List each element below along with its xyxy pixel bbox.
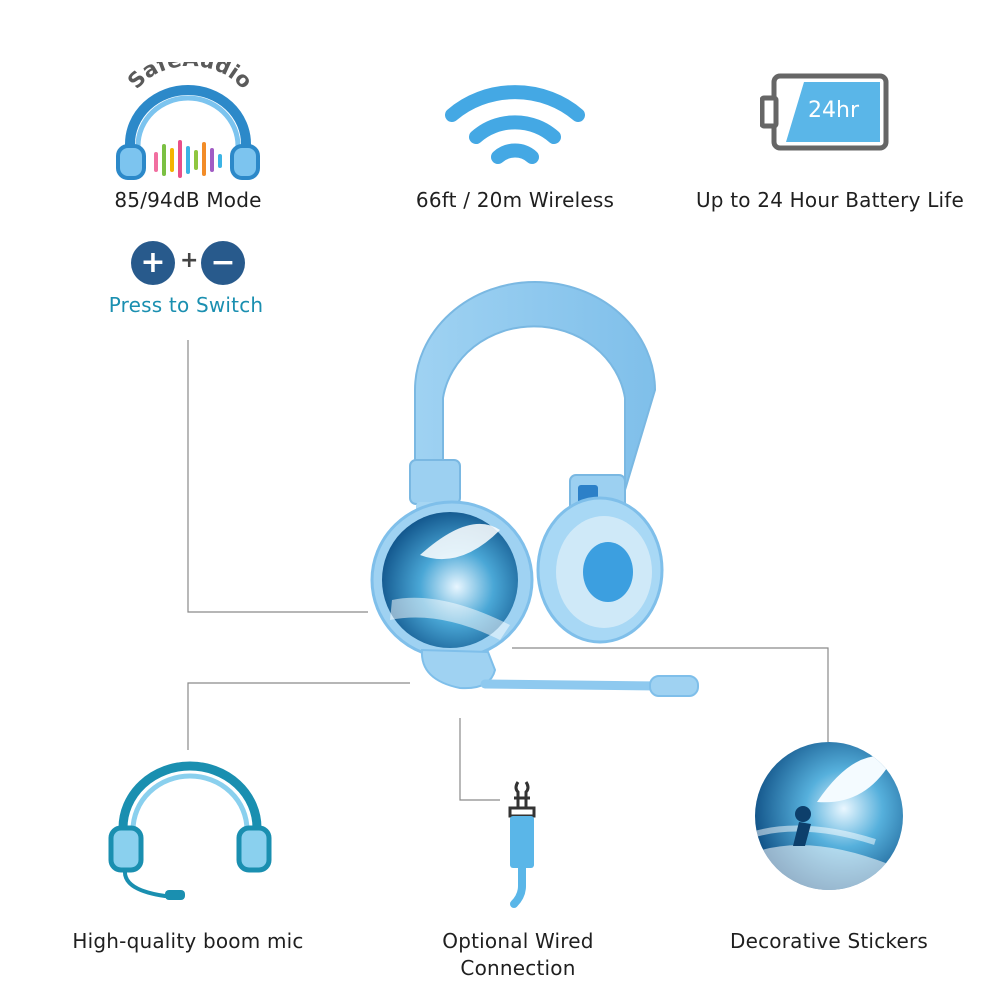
press-to-switch-label: Press to Switch xyxy=(108,293,264,317)
safeaudio-logo: SafeAudio xyxy=(108,47,268,182)
battery-life-label: Up to 24 Hour Battery Life xyxy=(695,188,965,212)
wired-label-line2: Connection xyxy=(460,956,576,980)
volume-plus-icon: + xyxy=(131,241,175,285)
connector-boom-mic xyxy=(187,682,410,750)
volume-minus-icon: − xyxy=(201,241,245,285)
wired-label-line1: Optional Wired xyxy=(442,929,594,953)
connector-press-switch xyxy=(187,340,368,613)
headphone-product-image xyxy=(360,280,710,710)
connector-stickers xyxy=(512,647,829,742)
wireless-icon xyxy=(440,75,590,170)
connector-wired xyxy=(459,718,500,801)
audio-jack-icon xyxy=(492,778,552,908)
battery-icon xyxy=(759,72,890,152)
safeaudio-mode-label: 85/94dB Mode xyxy=(114,188,262,212)
combine-plus-sign: + xyxy=(180,248,199,273)
stickers-label: Decorative Stickers xyxy=(729,929,929,953)
sticker-image xyxy=(755,742,903,890)
boom-mic-label: High-quality boom mic xyxy=(72,929,304,953)
battery-badge: 24hr xyxy=(808,98,859,123)
boom-mic-icon xyxy=(105,760,275,910)
wireless-range-label: 66ft / 20m Wireless xyxy=(415,188,615,212)
